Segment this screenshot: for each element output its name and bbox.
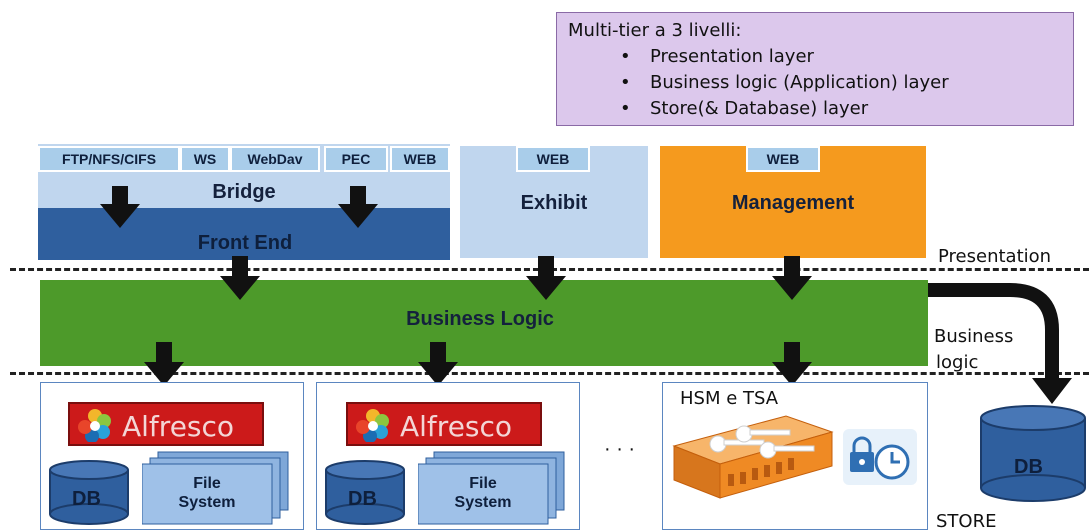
lock-clock-icon	[843, 429, 917, 485]
file-system-line1: File	[469, 475, 497, 492]
alfresco-brand: Alfresco	[400, 410, 513, 443]
arrow-down	[418, 342, 458, 386]
alfresco-flower-icon	[356, 409, 389, 442]
protocol-webdav: WebDav	[230, 146, 320, 172]
business-layer-label: Business	[934, 326, 1014, 347]
db-label: DB	[348, 488, 377, 510]
bridge-label: Bridge	[212, 181, 276, 203]
protocol-ws: WS	[180, 146, 230, 172]
alfresco-flower-icon	[78, 409, 111, 442]
ellipsis: · · ·	[604, 438, 636, 460]
front-end-box	[38, 208, 450, 260]
business-logic-label: Business Logic	[406, 308, 554, 330]
arrow-down	[220, 256, 260, 300]
protocol-web: WEB	[390, 146, 450, 172]
front-end-label: Front End	[197, 232, 293, 254]
file-system-line2: System	[178, 494, 236, 511]
file-system-line2: System	[454, 494, 512, 511]
external-db-label: DB	[1014, 456, 1043, 478]
arrow-down	[526, 256, 566, 300]
file-system-icon	[418, 451, 565, 525]
legend-box	[556, 12, 1074, 126]
business-separator	[10, 372, 1089, 375]
arrow-down	[100, 186, 140, 228]
legend-item-label: Business logic (Application) layer	[650, 72, 949, 93]
protocol-ftp-nfs-cifs: FTP/NFS/CIFS	[38, 146, 180, 172]
curved-arrow	[928, 283, 1059, 380]
legend-item: •Presentation layer	[620, 46, 814, 67]
file-system-line1: File	[193, 475, 221, 492]
business-logic-band	[40, 280, 928, 366]
database-icon	[325, 460, 405, 525]
legend-item-label: Store(& Database) layer	[650, 98, 869, 119]
legend-item: •Store(& Database) layer	[620, 98, 869, 119]
file-system-label: File System	[420, 474, 546, 512]
curved-arrow-head	[1032, 378, 1072, 404]
arrow-down	[144, 342, 184, 386]
hsm-device-icon	[672, 415, 834, 499]
file-system-label: File System	[144, 474, 270, 512]
arrow-down	[772, 342, 812, 386]
protocol-pec: PEC	[324, 146, 388, 172]
file-system-icon	[142, 451, 289, 525]
management-protocol-web: WEB	[746, 146, 820, 172]
management-label: Management	[731, 192, 855, 214]
arrow-down	[772, 256, 812, 300]
hsm-label: HSM e TSA	[680, 388, 779, 409]
alfresco-brand: Alfresco	[122, 410, 235, 443]
legend-item-label: Presentation layer	[650, 46, 814, 67]
external-database-icon	[980, 405, 1086, 502]
db-label: DB	[72, 488, 101, 510]
alfresco-logo: Alfresco	[68, 402, 264, 446]
presentation-layer-label: Presentation	[938, 246, 1052, 267]
exhibit-protocol-web: WEB	[516, 146, 590, 172]
arrow-down	[338, 186, 378, 228]
database-icon	[49, 460, 129, 525]
alfresco-logo: Alfresco	[346, 402, 542, 446]
store-layer-label: STORE	[936, 511, 997, 532]
business-layer-label-2: logic	[936, 352, 979, 373]
legend-item: •Business logic (Application) layer	[620, 72, 949, 93]
legend-title: Multi-tier a 3 livelli:	[568, 20, 742, 41]
exhibit-label: Exhibit	[520, 192, 588, 214]
